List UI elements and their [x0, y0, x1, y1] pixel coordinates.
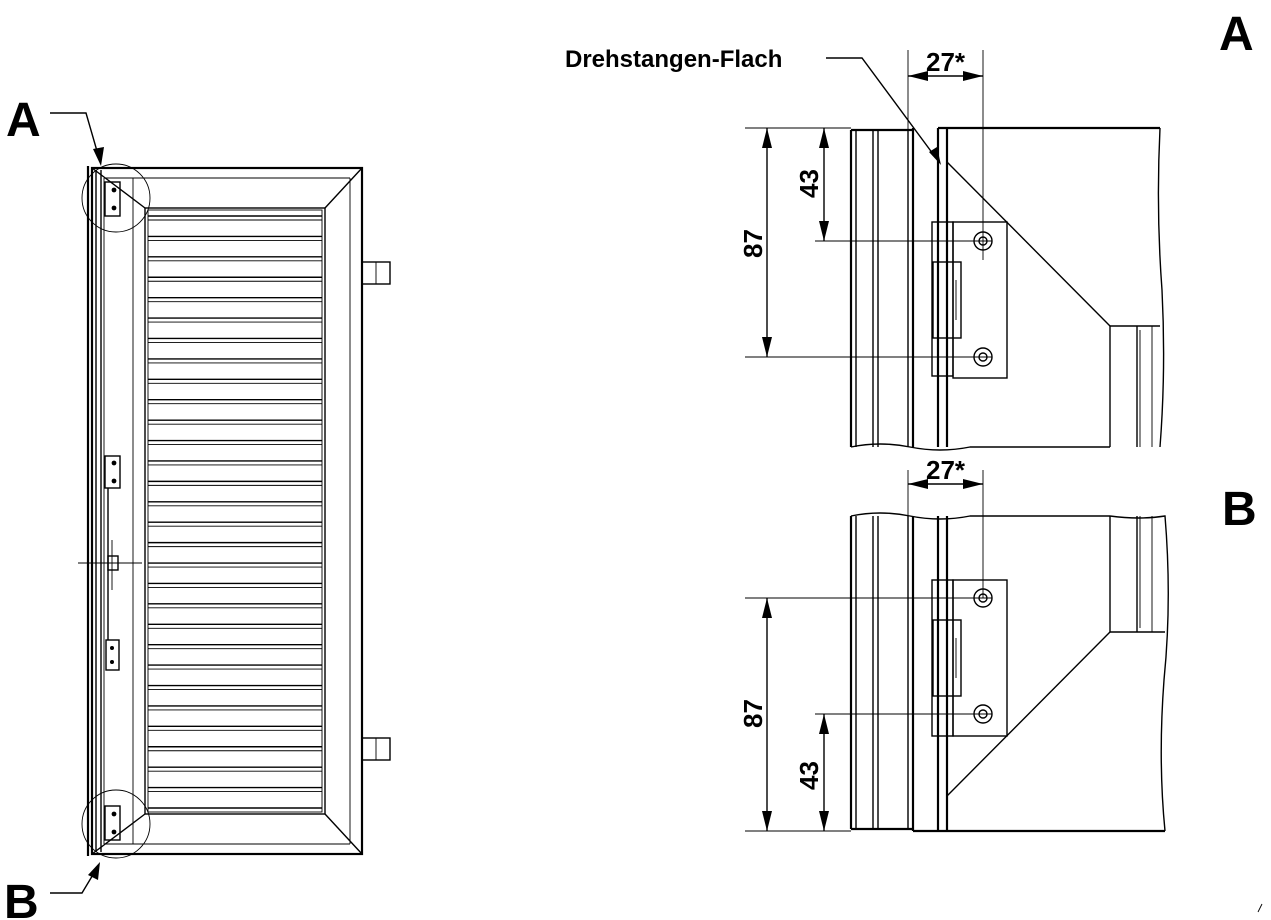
- view-label-b-left: B: [4, 876, 39, 920]
- view-label-a-left: A: [6, 94, 41, 147]
- louvre-slats: [148, 215, 322, 809]
- dim-b-width: 27*: [926, 455, 966, 485]
- dim-a-width: 27*: [926, 47, 966, 77]
- hinge-bottom: [104, 805, 121, 841]
- dim-a-height-small: 43: [794, 169, 824, 198]
- detail-circle-b: [81, 789, 151, 859]
- detail-a-title: A: [1219, 8, 1254, 61]
- rod-flat-label: Drehstangen-Flach: [565, 46, 782, 73]
- door-front-view: [50, 112, 391, 894]
- dim-b-height-large: 87: [738, 699, 768, 728]
- detail-circle-a: [81, 163, 151, 233]
- detail-b: [745, 470, 1169, 833]
- hinge-top: [104, 181, 121, 217]
- hinge-middle: [104, 455, 121, 489]
- dim-b-height-small: 43: [794, 761, 824, 790]
- dim-a-height-large: 87: [738, 229, 768, 258]
- detail-b-title: B: [1222, 483, 1257, 536]
- door-outer-frame: [90, 166, 364, 856]
- hinge-lower: [105, 639, 120, 671]
- door-inner-opening: [144, 207, 326, 815]
- corner-tick: [1257, 903, 1263, 913]
- detail-a: [745, 50, 1165, 451]
